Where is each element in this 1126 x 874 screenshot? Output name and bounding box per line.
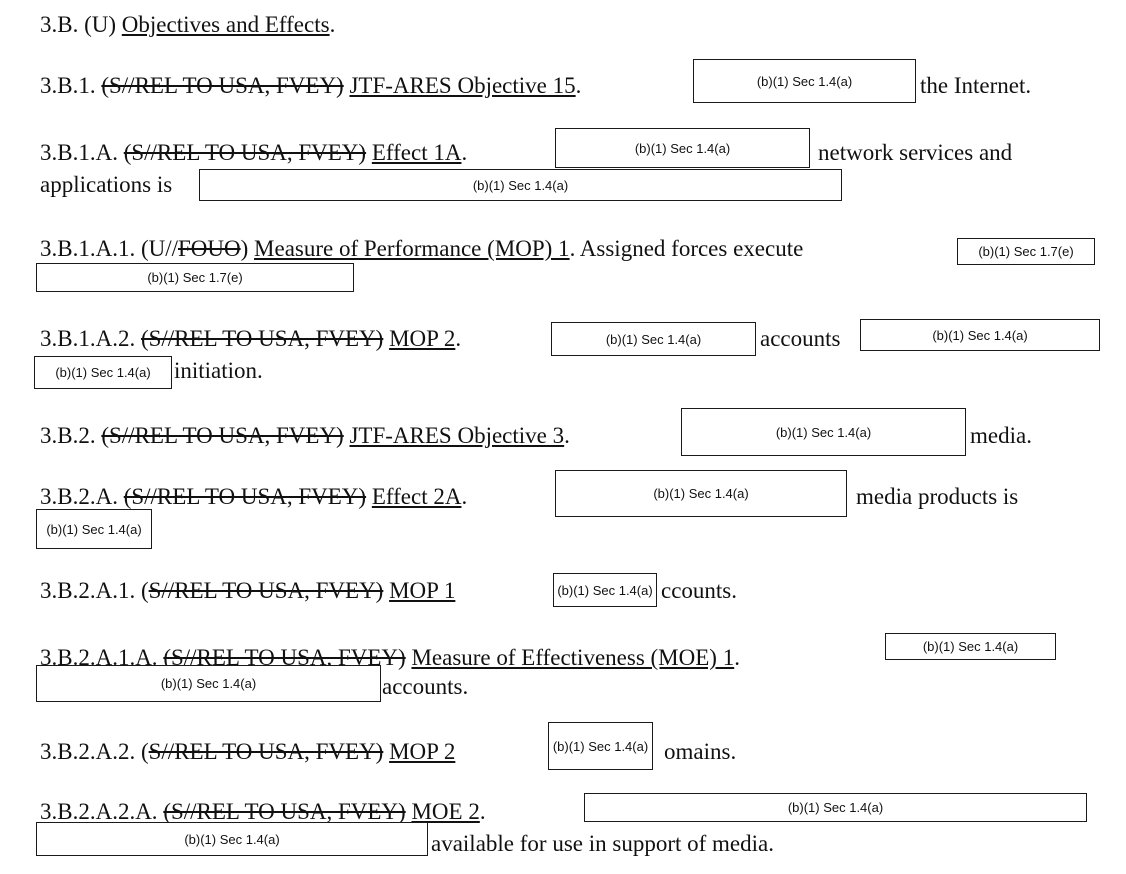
redaction-box: (b)(1) Sec 1.4(a) [555,470,847,517]
mop-title: Measure of Performance (MOP) 1 [254,236,570,261]
paragraph-text: applications is [40,172,173,197]
paragraph-3b2a1: 3.B.2.A.1. (S//REL TO USA, FVEY) MOP 1 [40,578,456,603]
objective-title: JTF-ARES Objective 15 [349,73,576,98]
effect-title: Effect 1A [371,140,462,165]
paragraph-3b2a2: 3.B.2.A.2. (S//REL TO USA, FVEY) MOP 2 [40,739,456,764]
objective-title: JTF-ARES Objective 3 [349,423,565,448]
redaction-box: (b)(1) Sec 1.4(a) [555,128,810,168]
mop-title: MOP 2 [389,739,456,764]
paragraph-3b1: 3.B.1. (S//REL TO USA, FVEY) JTF-ARES Ob… [40,73,582,98]
mop-title: MOP 2 [389,326,456,351]
paragraph-text: omains. [664,739,737,764]
paragraph-3b1a: 3.B.1.A. (S//REL TO USA, FVEY) Effect 1A… [40,140,468,165]
paragraph-3b2: 3.B.2. (S//REL TO USA, FVEY) JTF-ARES Ob… [40,423,570,448]
paragraph-text: available for use in support of media. [431,831,774,856]
redaction-box: (b)(1) Sec 1.4(a) [36,665,381,702]
paragraph-3b1a2: 3.B.1.A.2. (S//REL TO USA, FVEY) MOP 2. [40,326,462,351]
redaction-box: (b)(1) Sec 1.4(a) [36,509,152,549]
redaction-box: (b)(1) Sec 1.4(a) [885,633,1056,660]
paragraph-3b1a1: 3.B.1.A.1. (U//FOUO) Measure of Performa… [40,236,804,261]
paragraph-text: accounts. [382,674,469,699]
section-title: Objectives and Effects [121,12,330,37]
paragraph-text: network services and [818,140,1013,165]
redaction-box: (b)(1) Sec 1.4(a) [584,793,1087,822]
moe-title: MOE 2 [411,799,480,824]
classification-marking: (S//REL TO USA, FVEY) [140,326,384,351]
redaction-box: (b)(1) Sec 1.4(a) [553,573,657,607]
paragraph-3b2a1a: 3.B.2.A.1.A. (S//REL TO USA, FVEY) Measu… [40,645,740,670]
paragraph-text: the Internet. [920,73,1032,98]
mop-title: MOP 1 [389,578,456,603]
paragraph-text: accounts [760,326,841,351]
redaction-box: (b)(1) Sec 1.4(a) [36,822,428,856]
classification-marking: (S//REL TO USA, FVEY) [123,484,367,509]
redaction-box: (b)(1) Sec 1.4(a) [548,722,653,770]
paragraph-text: initiation. [174,358,263,383]
classification-marking: S//REL TO USA, FVEY) [148,739,384,764]
paragraph-text: media. [970,423,1032,448]
effect-title: Effect 2A [371,484,462,509]
redaction-box: (b)(1) Sec 1.4(a) [199,169,842,201]
paragraph-text: ccounts. [661,578,738,603]
paragraph-3b2a2a: 3.B.2.A.2.A. (S//REL TO USA, FVEY) MOE 2… [40,799,486,824]
redaction-box: (b)(1) Sec 1.7(e) [957,238,1095,265]
redaction-box: (b)(1) Sec 1.4(a) [860,319,1100,351]
moe-title: Measure of Effectiveness (MOE) 1 [411,645,735,670]
redaction-box: (b)(1) Sec 1.4(a) [693,59,916,103]
redaction-box: (b)(1) Sec 1.4(a) [681,408,966,456]
classification-marking: S//REL TO USA, FVEY) [148,578,384,603]
redaction-box: (b)(1) Sec 1.4(a) [551,322,756,356]
paragraph-number: 3.B. (U) [40,12,122,37]
classification-marking: (S//REL TO USA, FVEY) [101,423,344,448]
redaction-box: (b)(1) Sec 1.4(a) [34,356,172,389]
paragraph-text: media products is [856,484,1019,509]
section-heading-3b: 3.B. (U) Objectives and Effects. [40,12,336,37]
classification-marking: FOUO [178,236,241,261]
classification-marking: (S//REL TO USA, FVEY) [101,73,344,98]
classification-marking: (S//REL TO USA, FVEY) [123,140,367,165]
classification-marking: (S//REL TO USA, FVEY) [163,799,406,824]
redaction-box: (b)(1) Sec 1.7(e) [36,263,354,292]
paragraph-3b2a: 3.B.2.A. (S//REL TO USA, FVEY) Effect 2A… [40,484,468,509]
